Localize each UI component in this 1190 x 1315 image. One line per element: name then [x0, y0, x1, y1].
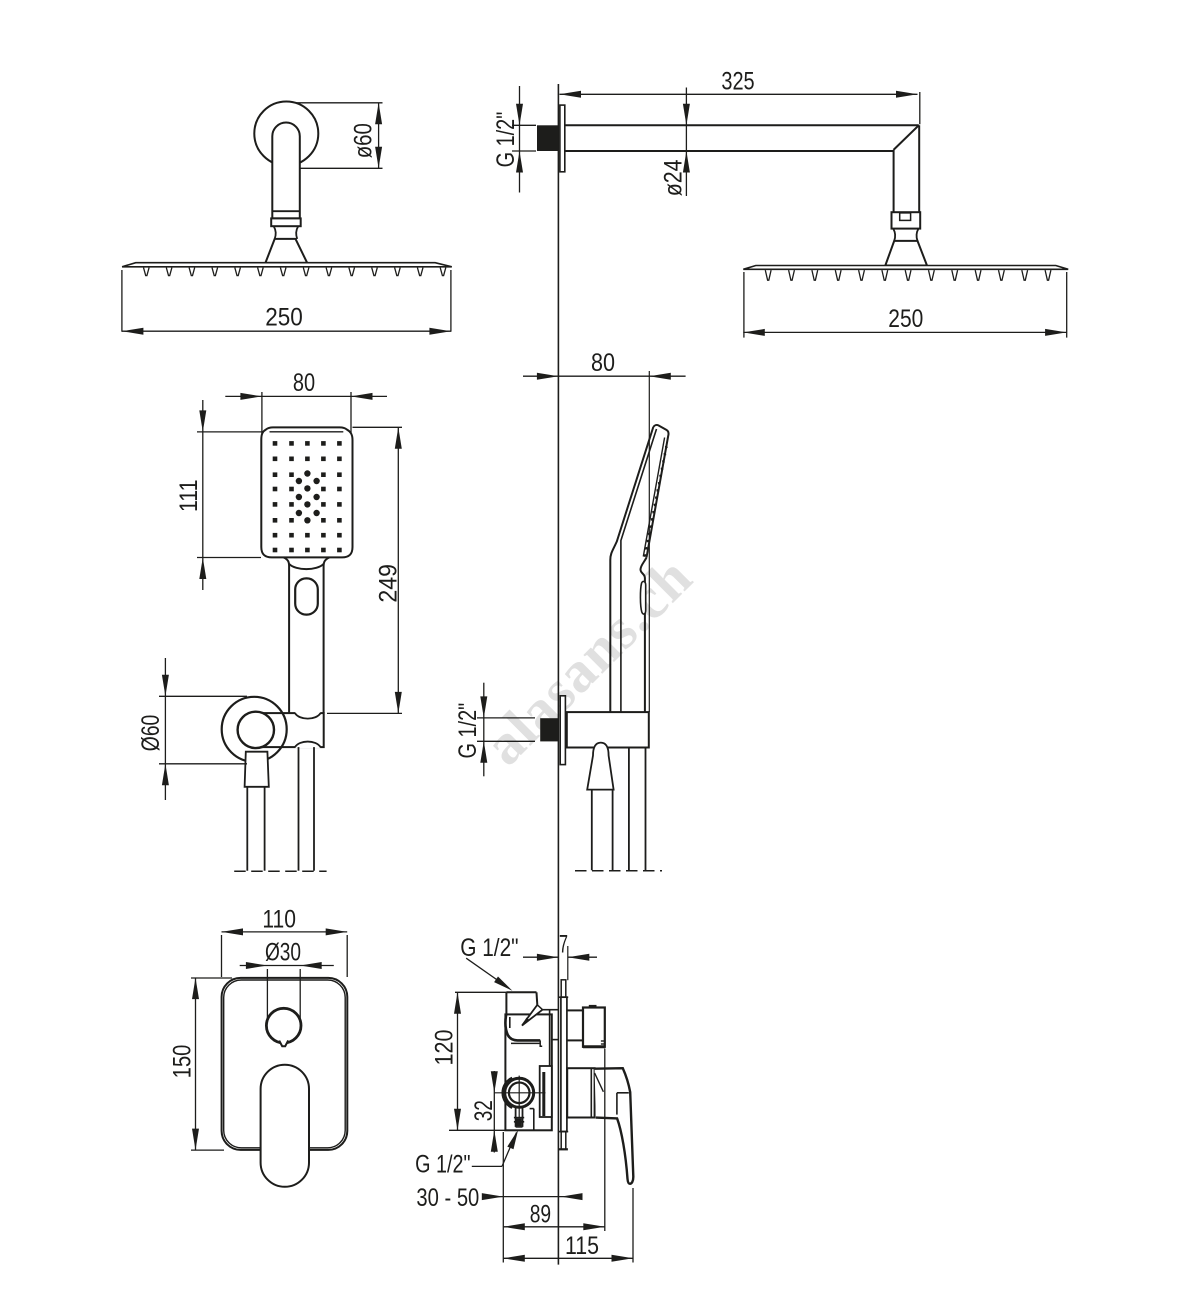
- svg-text:G 1/2": G 1/2": [460, 934, 518, 962]
- svg-text:80: 80: [293, 369, 315, 397]
- svg-text:325: 325: [721, 68, 754, 96]
- svg-text:250: 250: [888, 305, 923, 333]
- svg-text:7: 7: [559, 930, 568, 958]
- svg-text:80: 80: [591, 349, 615, 377]
- svg-text:G 1/2": G 1/2": [415, 1151, 470, 1179]
- svg-text:G 1/2": G 1/2": [454, 703, 482, 759]
- svg-text:89: 89: [530, 1201, 551, 1229]
- svg-text:115: 115: [565, 1232, 599, 1260]
- svg-text:ø60: ø60: [350, 123, 378, 158]
- svg-text:30 - 50: 30 - 50: [416, 1184, 479, 1212]
- svg-text:120: 120: [431, 1030, 459, 1066]
- svg-text:249: 249: [375, 564, 403, 603]
- svg-text:G 1/2": G 1/2": [492, 112, 520, 168]
- svg-text:32: 32: [470, 1100, 498, 1121]
- svg-text:111: 111: [175, 480, 203, 513]
- svg-text:150: 150: [168, 1045, 196, 1079]
- svg-text:Ø30: Ø30: [265, 939, 301, 967]
- svg-text:Ø60: Ø60: [137, 715, 165, 752]
- svg-text:110: 110: [262, 905, 296, 933]
- svg-text:250: 250: [265, 304, 303, 332]
- svg-text:ø24: ø24: [660, 159, 688, 196]
